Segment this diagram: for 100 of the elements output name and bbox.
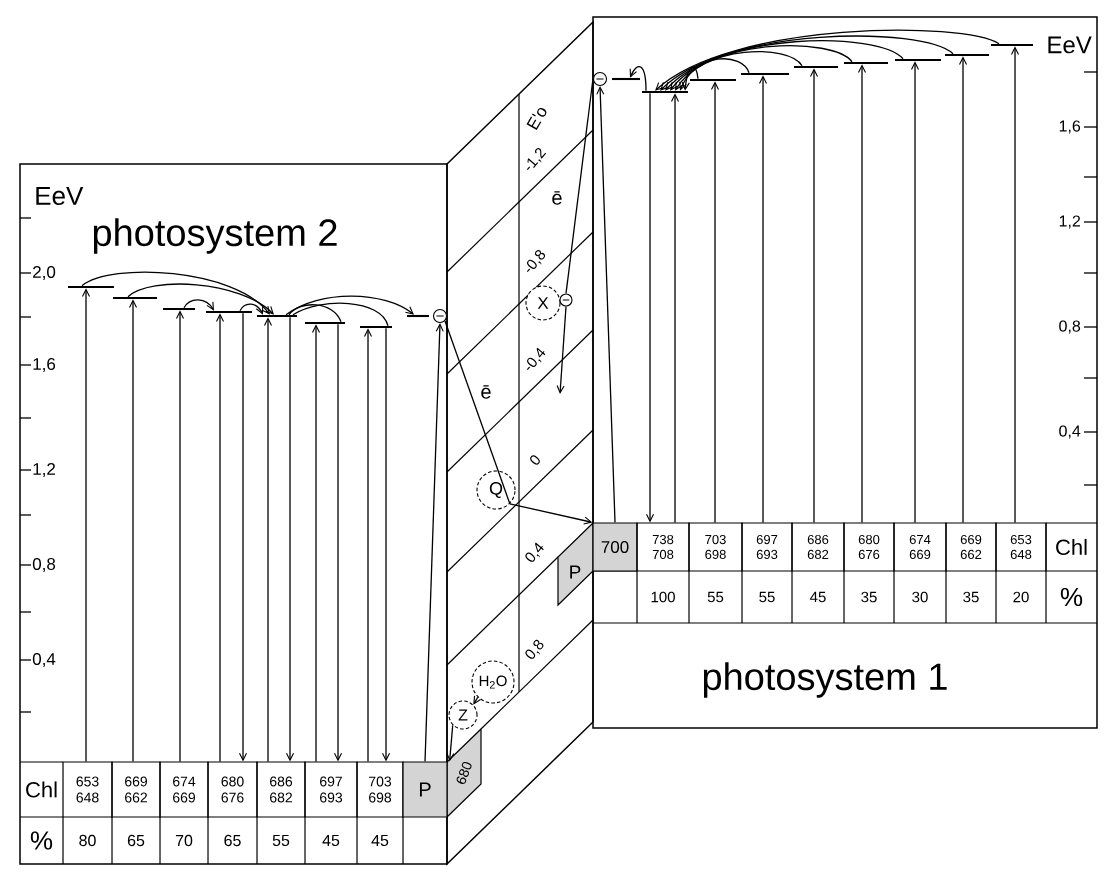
arrow [183, 299, 214, 311]
tick-label: 0,4 [525, 542, 544, 562]
axis-title: EeV [1048, 36, 1092, 54]
arrow [509, 503, 593, 525]
node-label: 700 [601, 540, 629, 554]
arrow [175, 310, 185, 763]
percent-value: 20 [1013, 591, 1029, 603]
table-cell: 669 662 [111, 761, 161, 818]
percent-value: 35 [963, 591, 979, 603]
arrow [263, 317, 273, 763]
energy-level [68, 285, 114, 289]
percent-value: 35 [861, 591, 877, 603]
node-label: P [419, 782, 431, 797]
tick-label: 0,8 [1059, 320, 1081, 334]
energy-level [612, 77, 640, 81]
energy-level [991, 43, 1033, 47]
percent-value: 100 [651, 591, 675, 603]
arrow [311, 324, 321, 763]
percent-value: 55 [707, 591, 724, 603]
arrow [665, 40, 904, 91]
energy-level [690, 78, 736, 82]
tick-label: 1,6 [1059, 120, 1081, 134]
table-cell: 680 676 [207, 761, 258, 818]
tick-label: 0,4 [32, 652, 56, 667]
table-cell: 697 693 [741, 522, 793, 572]
axis-title: EeV [36, 186, 84, 206]
tick-label: 1,6 [33, 357, 56, 372]
energy-level [407, 314, 429, 318]
arrow [238, 312, 248, 762]
percent-value: 80 [79, 834, 96, 847]
arrow [809, 68, 819, 524]
arrow [127, 283, 274, 315]
tick-label: 1,2 [33, 462, 55, 477]
energy-level [642, 90, 688, 94]
arrow [333, 323, 343, 762]
table-cell: 686 682 [791, 522, 845, 572]
arrow [679, 58, 750, 91]
percent-value: 45 [810, 591, 826, 603]
arrow [758, 75, 768, 524]
arrow [285, 295, 414, 316]
percent-value: 55 [272, 834, 290, 847]
row-header: % [30, 831, 53, 850]
arrow [596, 86, 616, 524]
table-cell: 669 662 [945, 522, 997, 572]
tick-label: 2,0 [33, 265, 56, 280]
edge-label: ē [479, 384, 493, 400]
table-cell: 686 682 [256, 761, 306, 818]
arrow [857, 64, 867, 524]
energy-level [257, 314, 297, 318]
connector-line [565, 78, 594, 295]
table-cell: 653 648 [62, 761, 113, 818]
arrow [473, 695, 482, 705]
arrow [910, 61, 920, 524]
arrow [629, 66, 647, 92]
table-cell: 697 693 [304, 761, 358, 818]
tick-label: 0,8 [32, 557, 56, 572]
arrow [424, 323, 444, 763]
arrow [81, 288, 91, 763]
tick-label: -0,4 [526, 347, 546, 370]
arrow [655, 29, 1000, 91]
arrow [1010, 46, 1020, 524]
arrow [128, 299, 138, 763]
axis-title: E'o [526, 107, 547, 131]
arrow [239, 303, 264, 315]
percent-value: 45 [371, 834, 389, 847]
table-cell: 680 676 [843, 522, 895, 572]
arrow [556, 305, 567, 394]
arrow [81, 271, 270, 315]
energy-level [113, 296, 157, 300]
connector-line [444, 320, 511, 505]
arrow [381, 327, 391, 762]
tick-label: 0 [530, 455, 540, 465]
table-cell: 674 669 [893, 522, 947, 572]
row-header: Chl [26, 781, 57, 798]
arrow [958, 56, 968, 524]
table-cell: 653 648 [995, 522, 1047, 572]
tick-label: -1,2 [526, 147, 547, 170]
tick-label: 1,2 [1059, 215, 1080, 229]
energy-level [794, 65, 838, 69]
arrow [681, 66, 699, 91]
arrow [675, 50, 803, 91]
percent-value: 70 [175, 834, 193, 847]
energy-level [305, 321, 345, 325]
percent-value: 55 [759, 591, 775, 603]
row-header: Chl [1056, 538, 1087, 556]
tick-label: 0,8 [525, 639, 544, 659]
percent-value: 65 [224, 834, 241, 847]
energy-level [741, 72, 789, 76]
percent-value: 65 [127, 834, 145, 847]
arrow [710, 81, 720, 524]
energy-level [360, 325, 392, 329]
percent-value: 30 [912, 591, 928, 603]
arrow [645, 92, 655, 523]
edge-label: ē [550, 190, 564, 206]
connector-line [292, 302, 389, 327]
energy-level [163, 307, 195, 311]
arrow [363, 328, 373, 763]
panel-title: photosystem 2 [93, 218, 337, 254]
connector-line [288, 304, 342, 323]
arrow [285, 316, 295, 762]
